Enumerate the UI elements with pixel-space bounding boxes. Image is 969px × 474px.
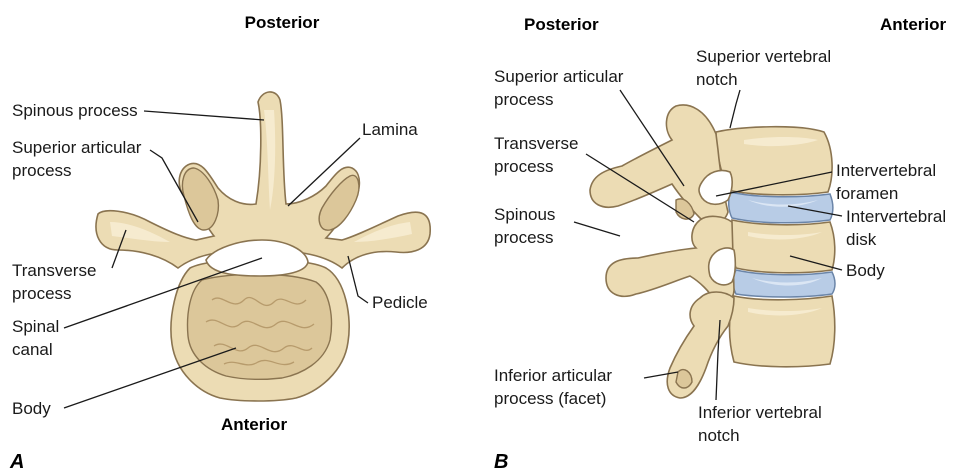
label-b-disk-line1: Intervertebral	[846, 207, 946, 226]
label-b-inferior-articular-line1: Inferior articular	[494, 366, 612, 385]
label-pedicle: Pedicle	[372, 293, 428, 312]
panel-b-posterior-heading: Posterior	[524, 15, 599, 34]
panel-a-anterior-heading: Anterior	[221, 415, 288, 434]
upper-intervertebral-disk	[729, 192, 833, 223]
panel-a-posterior-heading: Posterior	[245, 13, 320, 32]
label-b-body: Body	[846, 261, 885, 280]
label-lamina: Lamina	[362, 120, 418, 139]
label-b-disk-line2: disk	[846, 230, 877, 249]
label-b-superior-articular-line1: Superior articular	[494, 67, 624, 86]
label-b-spinous-line1: Spinous	[494, 205, 555, 224]
upper-posterior-elements	[590, 105, 728, 224]
panel-b-anterior-heading: Anterior	[880, 15, 947, 34]
label-b-transverse-line2: process	[494, 157, 554, 176]
label-spinal-line1: Spinal	[12, 317, 59, 336]
label-b-inferior-articular-line2: process (facet)	[494, 389, 606, 408]
panel-b: Posterior Anterior B	[494, 15, 947, 473]
label-spinal-line2: canal	[12, 340, 53, 359]
label-b-inferior-notch-line2: notch	[698, 426, 740, 445]
label-transverse-line2: process	[12, 284, 72, 303]
label-superior-articular-line1: Superior articular	[12, 138, 142, 157]
superior-articular-left	[182, 168, 218, 230]
vertebral-column-lateral-view	[590, 105, 835, 398]
label-b-superior-articular-line2: process	[494, 90, 554, 109]
middle-vertebra-body	[731, 220, 835, 273]
label-b-foramen-line1: Intervertebral	[836, 161, 936, 180]
label-b-superior-notch-line2: notch	[696, 70, 738, 89]
label-b-foramen-line2: foramen	[836, 184, 898, 203]
label-spinous-process: Spinous process	[12, 101, 138, 120]
label-superior-articular-line2: process	[12, 161, 72, 180]
label-b-spinous-line2: process	[494, 228, 554, 247]
label-body: Body	[12, 399, 51, 418]
panel-a-letter: A	[9, 451, 24, 473]
label-b-transverse-line1: Transverse	[494, 134, 578, 153]
panel-a: Posterior Anterior A Spinous process Sup…	[9, 13, 430, 473]
label-b-inferior-notch-line1: Inferior vertebral	[698, 403, 822, 422]
lower-vertebra-body	[730, 296, 835, 367]
panel-b-letter: B	[494, 451, 508, 473]
label-transverse-line1: Transverse	[12, 261, 96, 280]
label-b-superior-notch-line1: Superior vertebral	[696, 47, 831, 66]
